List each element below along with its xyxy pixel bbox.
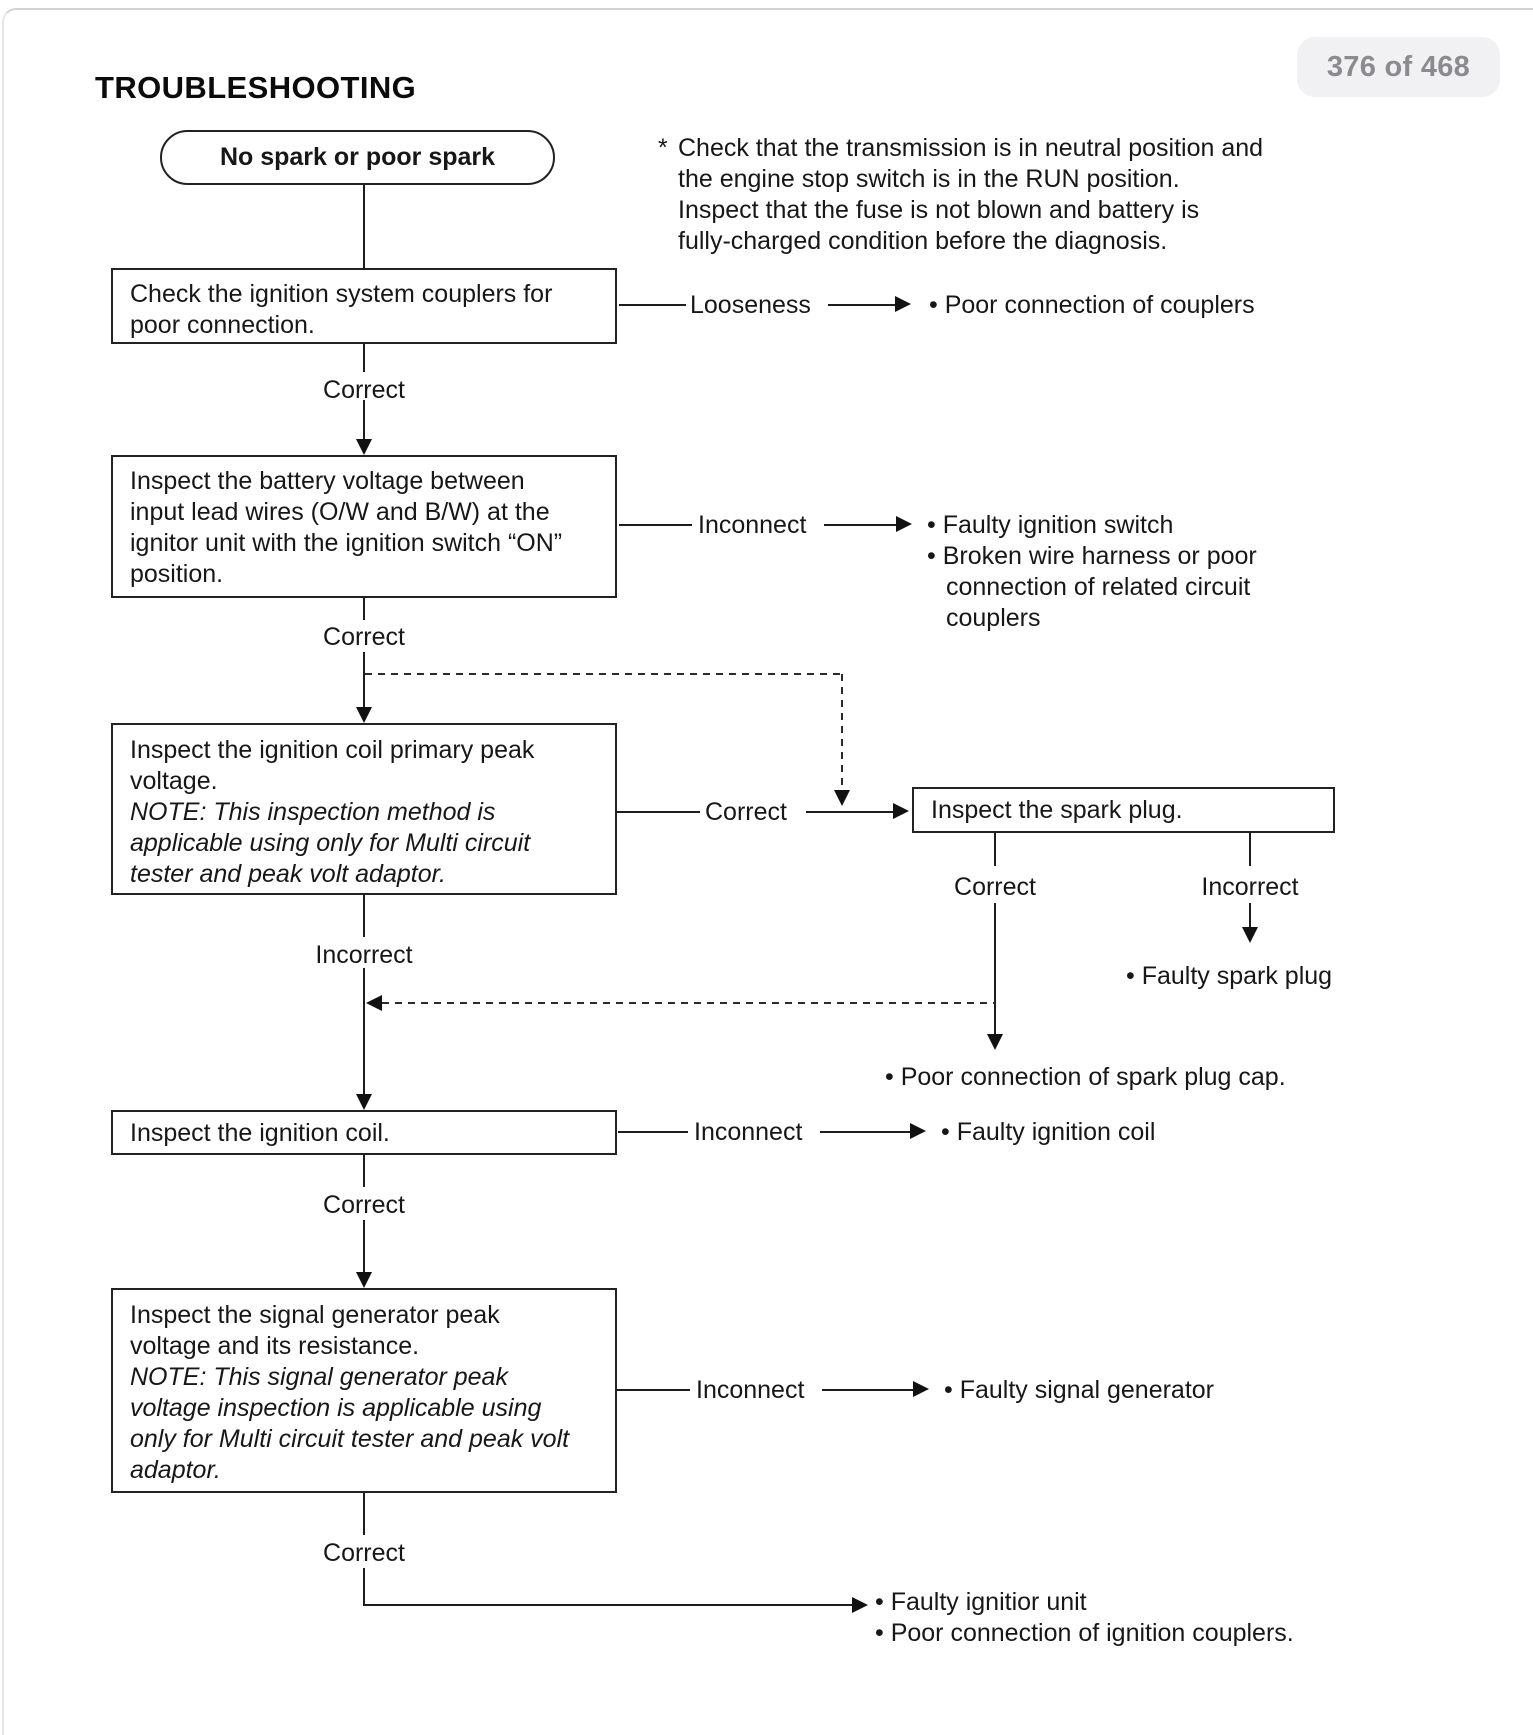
- edge-step3-down: [363, 895, 365, 937]
- box-note-line: NOTE: This signal generator peak: [130, 1363, 508, 1391]
- step-box-spark-plug: Inspect the spark plug.: [912, 787, 1335, 833]
- edge-step2-down: [363, 598, 365, 620]
- step-box-check-couplers: Check the ignition system couplers for p…: [111, 268, 617, 344]
- precheck-note: * Check that the transmission is in neut…: [652, 133, 1263, 257]
- box-line: position.: [130, 560, 224, 588]
- spark-correct-line: [994, 903, 996, 1035]
- result-faulty-signal-generator: • Faulty signal generator: [944, 1376, 1215, 1404]
- box-line: Inspect the ignition coil.: [130, 1119, 390, 1147]
- edge-to-step3: [363, 652, 365, 708]
- dashed-edge-h: [365, 673, 842, 675]
- box-note-line: adaptor.: [130, 1456, 221, 1484]
- arrowhead-down-icon: [356, 1094, 372, 1110]
- arrowhead-down-icon: [356, 1272, 372, 1288]
- page-title: TROUBLESHOOTING: [95, 70, 417, 105]
- branch-line: [617, 811, 700, 813]
- edge-to-step5: [363, 1220, 365, 1273]
- box-line: ignitor unit with the ignition switch “O…: [130, 529, 563, 557]
- branch-label-correct: Correct: [705, 798, 787, 826]
- box-note-line: NOTE: This inspection method is: [130, 798, 496, 826]
- edge-final-elbow-v: [363, 1568, 365, 1606]
- note-asterisk: *: [658, 134, 668, 162]
- spark-incorrect-stub: [1249, 833, 1251, 866]
- edge-label-correct: Correct: [323, 1539, 405, 1567]
- edge-step5-down: [363, 1493, 365, 1535]
- arrowhead-right-icon: [910, 1123, 926, 1139]
- branch-line: [806, 811, 894, 813]
- edge-label-correct: Correct: [323, 376, 405, 404]
- edge-start-to-step1: [363, 185, 365, 268]
- edge-step4-down: [363, 1155, 365, 1187]
- arrowhead-right-icon: [893, 803, 909, 819]
- start-node: No spark or poor spark: [160, 130, 555, 185]
- edge-final-elbow-h: [363, 1604, 853, 1606]
- dashed-return-edge: [382, 1002, 995, 1004]
- branch-label-inconnect: Inconnect: [698, 511, 807, 539]
- branch-line: [618, 1131, 688, 1133]
- branch-line: [824, 524, 897, 526]
- box-note-line: only for Multi circuit tester and peak v…: [130, 1425, 570, 1453]
- edge-to-step2: [363, 400, 365, 440]
- arrowhead-down-icon: [356, 707, 372, 723]
- spark-label-correct: Correct: [954, 873, 1036, 901]
- note-line: Inspect that the fuse is not blown and b…: [678, 196, 1200, 224]
- note-line: the engine stop switch is in the RUN pos…: [678, 165, 1180, 193]
- arrowhead-right-icon: [913, 1381, 929, 1397]
- box-note-line: voltage inspection is applicable using: [130, 1394, 542, 1422]
- arrowhead-down-icon: [356, 439, 372, 455]
- branch-line: [822, 1389, 914, 1391]
- arrowhead-down-icon: [1242, 927, 1258, 943]
- edge-to-step4: [363, 968, 365, 1095]
- box-line: Inspect the ignition coil primary peak: [130, 736, 535, 764]
- arrowhead-right-icon: [852, 1597, 868, 1613]
- branch-line: [619, 304, 686, 306]
- result-ignition-switch: • Faulty ignition switch • Broken wire h…: [927, 511, 1257, 632]
- step-box-coil-peak-voltage: Inspect the ignition coil primary peak v…: [111, 723, 617, 895]
- note-line: Check that the transmission is in neutra…: [678, 134, 1264, 162]
- result-faulty-ignition-coil: • Faulty ignition coil: [941, 1118, 1156, 1146]
- box-line: Check the ignition system couplers for: [130, 280, 553, 308]
- arrowhead-down-icon: [987, 1034, 1003, 1050]
- box-line: voltage and its resistance.: [130, 1332, 420, 1360]
- spark-label-incorrect: Incorrect: [1201, 873, 1299, 901]
- arrowhead-right-icon: [896, 516, 912, 532]
- box-line: Inspect the battery voltage between: [130, 467, 525, 495]
- branch-label-looseness: Looseness: [690, 291, 811, 319]
- result-final: • Faulty ignitior unit • Poor connection…: [875, 1588, 1294, 1647]
- branch-line: [820, 1131, 911, 1133]
- branch-line: [619, 524, 692, 526]
- branch-label-inconnect: Inconnect: [696, 1376, 805, 1404]
- box-line: Inspect the signal generator peak: [130, 1301, 500, 1329]
- edge-step1-down: [363, 344, 365, 372]
- branch-label-inconnect: Inconnect: [694, 1118, 803, 1146]
- box-note-line: applicable using only for Multi circuit: [130, 829, 531, 857]
- result-poor-coupler-connection: • Poor connection of couplers: [929, 291, 1255, 319]
- step-box-battery-voltage: Inspect the battery voltage between inpu…: [111, 455, 617, 598]
- result-faulty-spark-plug: • Faulty spark plug: [1126, 962, 1333, 990]
- box-note-line: tester and peak volt adaptor.: [130, 860, 446, 888]
- step-box-ignition-coil: Inspect the ignition coil.: [111, 1110, 617, 1155]
- arrowhead-left-icon: [366, 995, 382, 1011]
- box-line: input lead wires (O/W and B/W) at the: [130, 498, 550, 526]
- branch-line: [828, 304, 896, 306]
- dashed-edge-v: [841, 674, 843, 790]
- spark-correct-stub: [994, 833, 996, 866]
- page-indicator-badge: 376 of 468: [1297, 37, 1500, 97]
- edge-label-correct: Correct: [323, 1191, 405, 1219]
- branch-line: [617, 1389, 690, 1391]
- edge-label-correct: Correct: [323, 623, 405, 651]
- box-line: poor connection.: [130, 311, 315, 339]
- note-line: fully-charged condition before the diagn…: [678, 227, 1168, 255]
- edge-label-incorrect: Incorrect: [315, 941, 413, 969]
- step-box-signal-generator: Inspect the signal generator peak voltag…: [111, 1288, 617, 1493]
- result-spark-plug-cap: • Poor connection of spark plug cap.: [885, 1063, 1286, 1091]
- spark-incorrect-line: [1249, 903, 1251, 928]
- arrowhead-right-icon: [895, 296, 911, 312]
- box-line: voltage.: [130, 767, 218, 795]
- arrowhead-down-icon: [834, 790, 850, 806]
